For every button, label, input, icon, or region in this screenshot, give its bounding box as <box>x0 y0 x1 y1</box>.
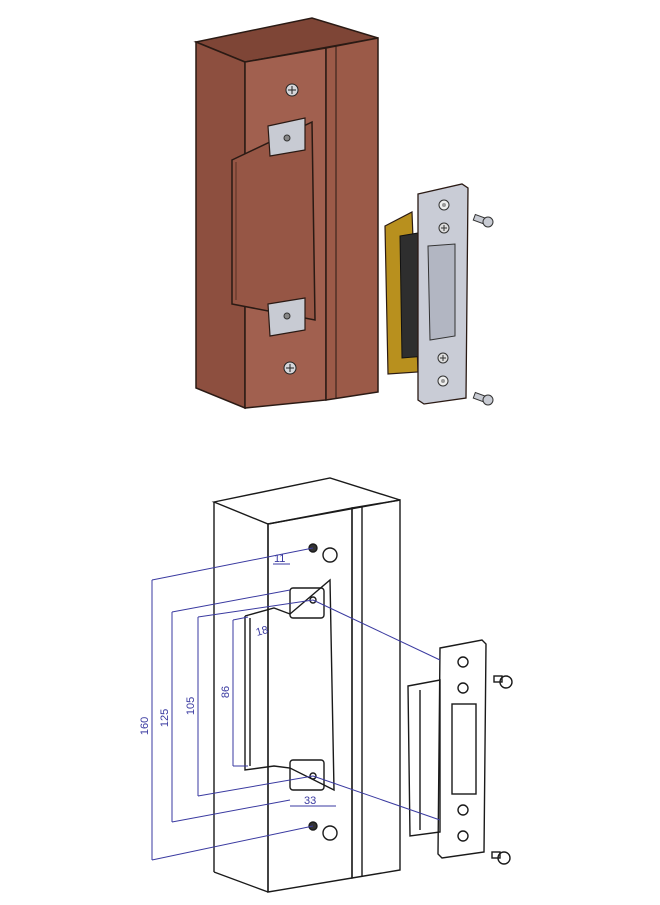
dim-105: 105 <box>185 697 197 715</box>
dimension-svg: 160 125 105 86 18 11 33 <box>139 477 513 893</box>
render-3d-svg <box>193 17 494 410</box>
dim-86: 86 <box>220 686 232 698</box>
dim-125: 125 <box>159 709 171 727</box>
screw-icon <box>283 361 297 375</box>
render-3d-view <box>0 0 660 440</box>
screw-icon <box>472 213 494 228</box>
dim-11: 11 <box>274 553 285 565</box>
dim-18: 18 <box>255 624 270 639</box>
screw-icon <box>472 391 494 406</box>
dim-160: 160 <box>139 717 151 735</box>
screw-icon <box>285 83 299 97</box>
dimension-drawing: 160 125 105 86 18 11 33 <box>0 460 660 900</box>
dim-33: 33 <box>304 795 316 807</box>
faceplate <box>417 183 469 405</box>
